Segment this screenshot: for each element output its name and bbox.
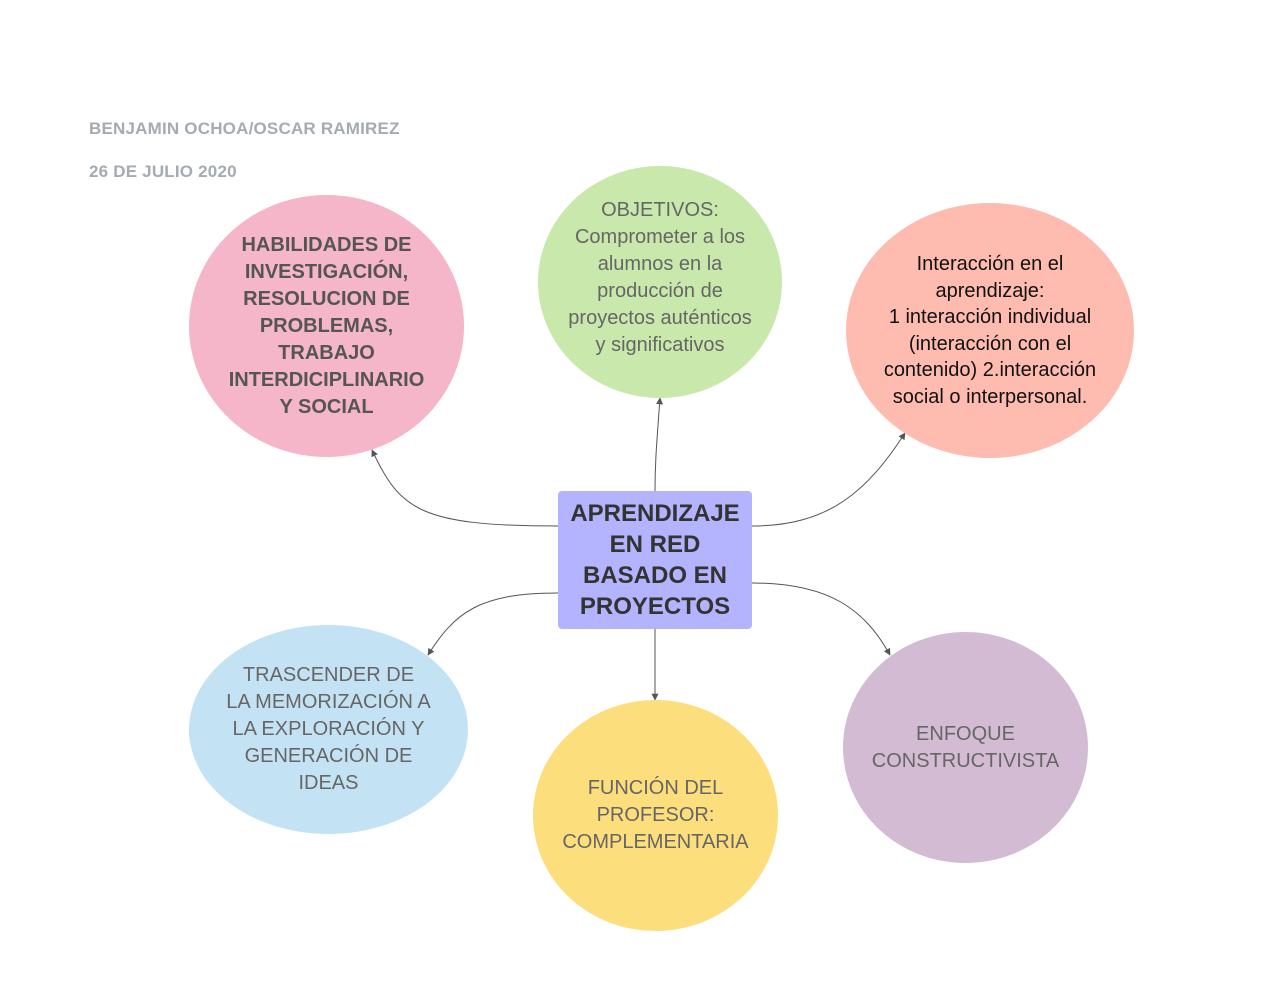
node-interaccion-label: Interacción en el aprendizaje: 1 interac… [883,253,1097,408]
node-enfoque: ENFOQUE CONSTRUCTIVISTA [843,632,1088,863]
node-objetivos-label: OBJETIVOS: Comprometer a los alumnos en … [568,199,752,356]
connector-to-interaccion [751,432,906,527]
connector-to-enfoque [751,582,891,656]
node-trascender: TRASCENDER DE LA MEMORIZACIÓN A LA EXPLO… [189,625,468,834]
central-topic-label: APRENDIZAJE EN RED BASADO EN PROYECTOS [570,500,740,620]
connector-to-trascender [427,592,559,656]
node-enfoque-label: ENFOQUE CONSTRUCTIVISTA [871,722,1060,772]
connector-to-objetivos [654,397,664,492]
node-objetivos: OBJETIVOS: Comprometer a los alumnos en … [538,166,782,398]
author-names: BENJAMIN OCHOA/OSCAR RAMIREZ [89,119,400,138]
node-habilidades-label: HABILIDADES DE INVESTIGACIÓN, RESOLUCION… [228,233,425,418]
document-date: 26 DE JULIO 2020 [89,162,237,181]
node-funcion-profesor: FUNCIÓN DEL PROFESOR: COMPLEMENTARIA [533,700,778,931]
node-habilidades: HABILIDADES DE INVESTIGACIÓN, RESOLUCION… [189,195,464,457]
connector-to-habilidades [371,449,559,527]
node-trascender-label: TRASCENDER DE LA MEMORIZACIÓN A LA EXPLO… [226,664,431,794]
node-funcion-label: FUNCIÓN DEL PROFESOR: COMPLEMENTARIA [562,777,749,853]
central-topic: APRENDIZAJE EN RED BASADO EN PROYECTOS [558,491,752,629]
node-interaccion: Interacción en el aprendizaje: 1 interac… [846,203,1134,458]
